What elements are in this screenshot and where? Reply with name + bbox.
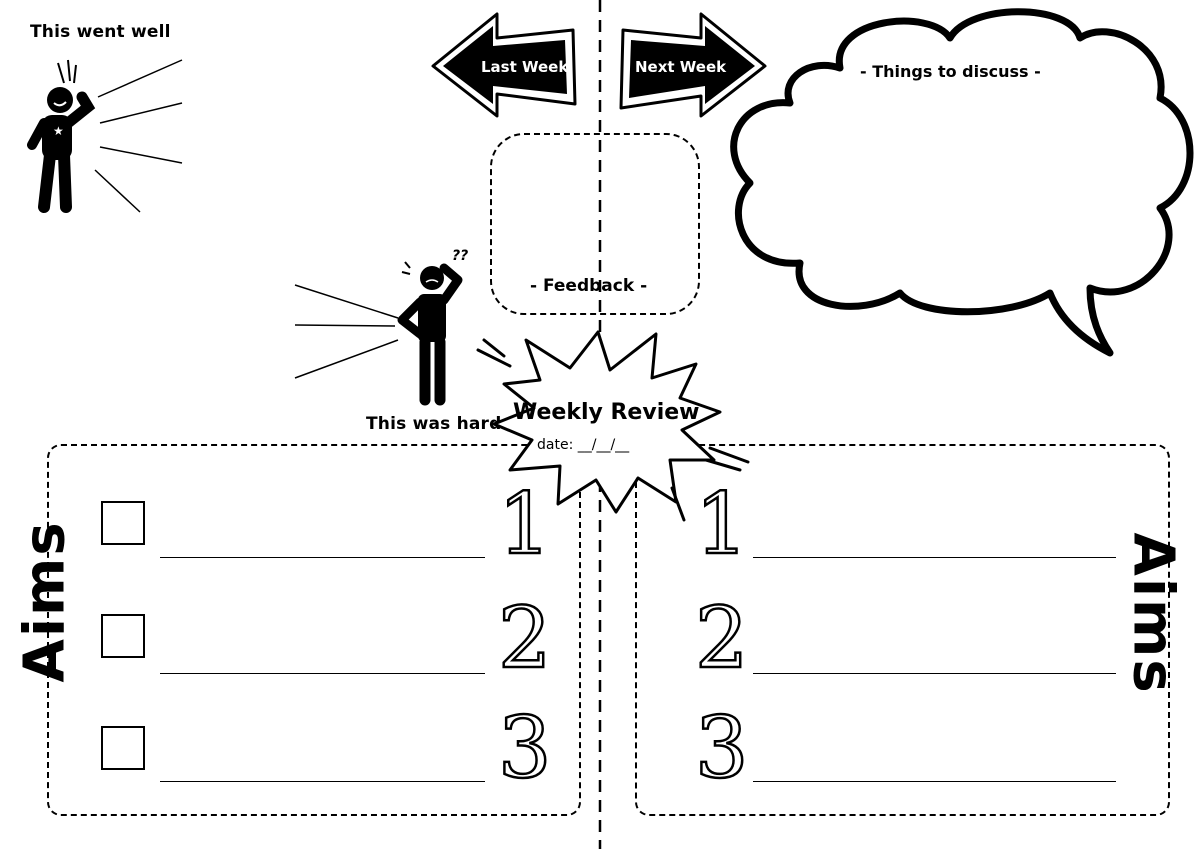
left-number-3: 3 [497, 699, 553, 797]
question-marks: ?? [452, 248, 469, 264]
svg-text:★: ★ [53, 124, 64, 138]
last-week-button[interactable]: Last Week [425, 8, 580, 118]
aim-1-line[interactable] [160, 557, 485, 558]
left-number-1: 1 [497, 475, 553, 573]
feedback-label: - Feedback - [530, 276, 648, 296]
aim-3-checkbox[interactable] [101, 726, 145, 770]
discussion-cloud [730, 8, 1194, 357]
right-arrow-icon [619, 12, 767, 118]
aim-1-checkbox[interactable] [101, 501, 145, 545]
things-to-discuss-label: - Things to discuss - [860, 62, 1041, 81]
right-aim-2-line[interactable] [753, 673, 1116, 674]
next-week-button[interactable]: Next Week [615, 8, 773, 118]
right-number-3: 3 [694, 699, 750, 797]
aim-3-line[interactable] [160, 781, 485, 782]
confused-person-icon [294, 261, 463, 406]
left-number-2: 2 [497, 589, 553, 687]
last-week-label: Last Week [481, 58, 569, 76]
right-aim-3-line[interactable] [753, 781, 1116, 782]
right-number-2: 2 [694, 589, 750, 687]
left-aims-panel [47, 444, 581, 816]
left-arrow-icon [431, 12, 577, 118]
right-number-1: 1 [694, 475, 750, 573]
feedback-box[interactable] [490, 133, 700, 315]
next-week-label: Next Week [635, 58, 727, 76]
weekly-review-burst [476, 330, 750, 522]
right-aims-title: Aims [1120, 532, 1186, 695]
went-well-label: This went well [30, 22, 171, 42]
left-aims-title: Aims [12, 520, 78, 683]
aim-2-line[interactable] [160, 673, 485, 674]
aim-2-checkbox[interactable] [101, 614, 145, 658]
right-aims-panel [635, 444, 1170, 816]
cheering-person-icon: ★ [27, 59, 183, 213]
right-aim-1-line[interactable] [753, 557, 1116, 558]
date-field[interactable]: date: __/__/__ [537, 437, 630, 453]
was-hard-label: This was hard [366, 414, 502, 434]
weekly-review-title: Weekly Review [513, 400, 700, 425]
